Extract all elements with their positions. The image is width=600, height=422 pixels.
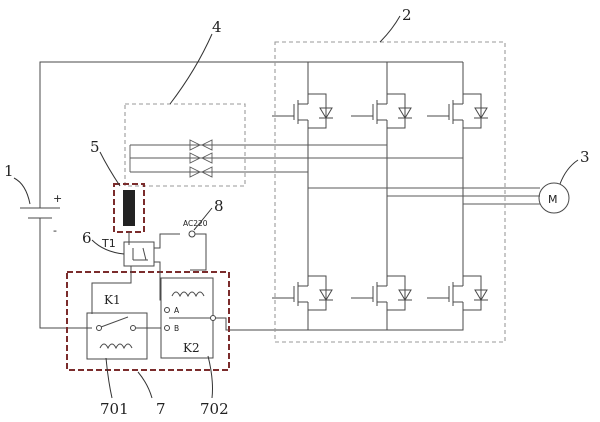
- switch-t1: [123, 241, 155, 267]
- k2-contact-a-label: A: [174, 306, 180, 315]
- callout-8-leader: [193, 207, 213, 231]
- driver-diode-array: [189, 139, 213, 178]
- callout-7-leader: [137, 371, 153, 399]
- callout-701-leader: [105, 357, 113, 399]
- power-switch-top-v: [351, 88, 412, 129]
- callout-2: 2: [402, 6, 412, 24]
- callout-6: 6: [82, 229, 92, 247]
- callout-2-leader: [379, 15, 401, 43]
- power-switch-top-u: [272, 88, 333, 129]
- switch-t1-label: T1: [101, 237, 116, 250]
- inverter-module-box: [274, 41, 506, 343]
- k2-contact-a: [164, 307, 170, 313]
- relay-k1-label: K1: [104, 293, 121, 307]
- callout-7: 7: [156, 400, 166, 418]
- k1-coil: [99, 343, 133, 350]
- callout-1-leader: [13, 177, 31, 205]
- ac220-label: AC220: [183, 219, 208, 228]
- k1-contact-left: [96, 325, 102, 331]
- k1-switch-blade: [100, 316, 129, 328]
- battery-return-wire: [39, 222, 92, 329]
- k2-contact-b: [164, 325, 170, 331]
- battery-minus-label: -: [53, 224, 57, 237]
- relay-k1-box: [86, 312, 148, 360]
- k2-coil: [171, 291, 205, 298]
- motor-label: M: [548, 193, 558, 206]
- callout-5-leader: [99, 151, 121, 187]
- power-switch-top-w: [427, 88, 488, 129]
- callout-3: 3: [580, 148, 590, 166]
- k1-contact-right: [130, 325, 136, 331]
- callout-6-leader: [91, 239, 125, 255]
- callout-701: 701: [100, 400, 129, 418]
- battery-symbol: [20, 170, 60, 222]
- driver-module-box: [124, 103, 246, 187]
- callout-1: 1: [4, 162, 14, 180]
- callout-4: 4: [212, 18, 222, 36]
- callout-3-leader: [559, 159, 579, 185]
- power-switch-bottom-v: [351, 270, 412, 315]
- motor-symbol: [538, 182, 570, 214]
- top-power-rail: [39, 61, 463, 170]
- t1-to-ac220-wire: [154, 233, 180, 249]
- battery-plus-label: +: [53, 192, 62, 205]
- callout-8: 8: [214, 197, 224, 215]
- relay-k2-label: K2: [183, 341, 200, 355]
- power-switch-bottom-u: [272, 270, 333, 315]
- callout-4-leader: [169, 33, 213, 105]
- k2-contact-b-label: B: [174, 324, 179, 333]
- k2-contact-common: [210, 315, 216, 321]
- current-sensor-block: [123, 190, 135, 226]
- inverter-bottom-rail: [307, 315, 464, 331]
- callout-702: 702: [200, 400, 229, 418]
- callout-5: 5: [90, 138, 100, 156]
- power-switch-bottom-w: [427, 270, 488, 315]
- ac220-terminal: [188, 230, 196, 238]
- k2-to-inverter-wire: [213, 317, 308, 331]
- callout-702-leader: [207, 355, 213, 399]
- relay-module-box: [66, 271, 230, 371]
